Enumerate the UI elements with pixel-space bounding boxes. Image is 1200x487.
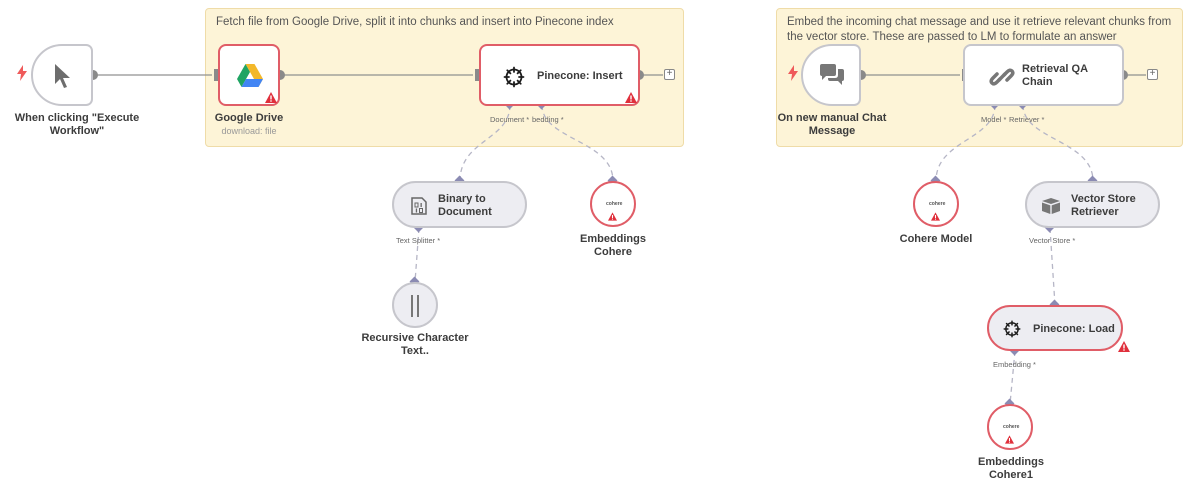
text-splitter-icon	[411, 295, 419, 317]
execute-workflow-trigger-node[interactable]	[31, 44, 93, 106]
embeddings-cohere1-label: Embeddings Cohere1	[977, 456, 1044, 481]
google-drive-node[interactable]	[218, 44, 280, 106]
port-label-embedding-load: Embedding *	[993, 360, 1036, 369]
lightning-bolt-icon	[17, 65, 27, 81]
cohere-model-label: Cohere Model	[899, 233, 973, 245]
box-icon	[1042, 198, 1060, 214]
execute-workflow-trigger-label: When clicking "Execute Workflow"	[14, 112, 140, 137]
document-binary-icon	[411, 197, 427, 215]
cohere-model-node[interactable]: cohere	[913, 181, 959, 227]
port-label-model: Model *	[981, 115, 1007, 124]
chat-trigger-label: On new manual Chat Message	[777, 112, 887, 137]
port-label-vector-store: Vector Store *	[1029, 236, 1076, 245]
port-label-embedding: bedding *	[532, 115, 564, 124]
recursive-text-splitter-node[interactable]	[392, 282, 438, 328]
cursor-icon	[55, 64, 70, 88]
sticky-note-chat-text: Embed the incoming chat message and use …	[787, 16, 1172, 43]
pinecone-load-node[interactable]: Pinecone: Load	[987, 305, 1123, 351]
sticky-note-ingest-text: Fetch file from Google Drive, split it i…	[216, 16, 614, 28]
warning-triangle-icon	[1118, 341, 1130, 352]
warning-triangle-icon	[265, 92, 277, 103]
warning-triangle-icon	[608, 212, 617, 221]
chat-bubbles-icon	[820, 64, 844, 85]
cohere-logo: cohere	[929, 201, 946, 207]
port-label-text-splitter: Text Splitter *	[396, 236, 441, 245]
pinecone-icon	[503, 66, 525, 88]
add-node-after-qa-chain-button[interactable]: +	[1147, 69, 1158, 80]
recursive-text-splitter-label: Recursive Character Text..	[361, 332, 469, 357]
google-drive-label: Google Drive	[214, 112, 284, 124]
lightning-bolt-icon	[788, 65, 798, 81]
pinecone-insert-node[interactable]: Pinecone: Insert	[479, 44, 640, 106]
warning-triangle-icon	[931, 212, 940, 221]
pinecone-insert-title: Pinecone: Insert	[537, 70, 623, 82]
google-drive-icon	[237, 64, 263, 87]
google-drive-subtitle: download: file	[221, 126, 277, 136]
warning-triangle-icon	[1005, 435, 1014, 444]
chain-link-icon	[989, 68, 1015, 86]
port-label-retriever: Retriever *	[1009, 115, 1045, 124]
embeddings-cohere1-node[interactable]: cohere	[987, 404, 1033, 450]
chat-trigger-node[interactable]	[801, 44, 861, 106]
retrieval-qa-chain-node[interactable]: Retrieval QA Chain	[963, 44, 1124, 106]
embeddings-cohere-node[interactable]: cohere	[590, 181, 636, 227]
cohere-logo: cohere	[1003, 424, 1020, 430]
pinecone-icon	[1003, 320, 1021, 338]
vector-store-retriever-title: Vector Store Retriever	[1071, 193, 1136, 218]
binary-to-document-title: Binary to Document	[438, 193, 492, 218]
embeddings-cohere-label: Embeddings Cohere	[579, 233, 646, 258]
retrieval-qa-chain-title: Retrieval QA Chain	[1022, 63, 1088, 88]
binary-to-document-node[interactable]: Binary to Document	[392, 181, 527, 228]
vector-store-retriever-node[interactable]: Vector Store Retriever	[1025, 181, 1160, 228]
pinecone-load-title: Pinecone: Load	[1033, 323, 1115, 335]
add-node-after-pinecone-insert-button[interactable]: +	[664, 69, 675, 80]
port-label-document: Document *	[490, 115, 530, 124]
cohere-logo: cohere	[606, 201, 623, 207]
warning-triangle-icon	[625, 92, 637, 103]
wire-embedding-to-cohere1	[1009, 350, 1016, 405]
